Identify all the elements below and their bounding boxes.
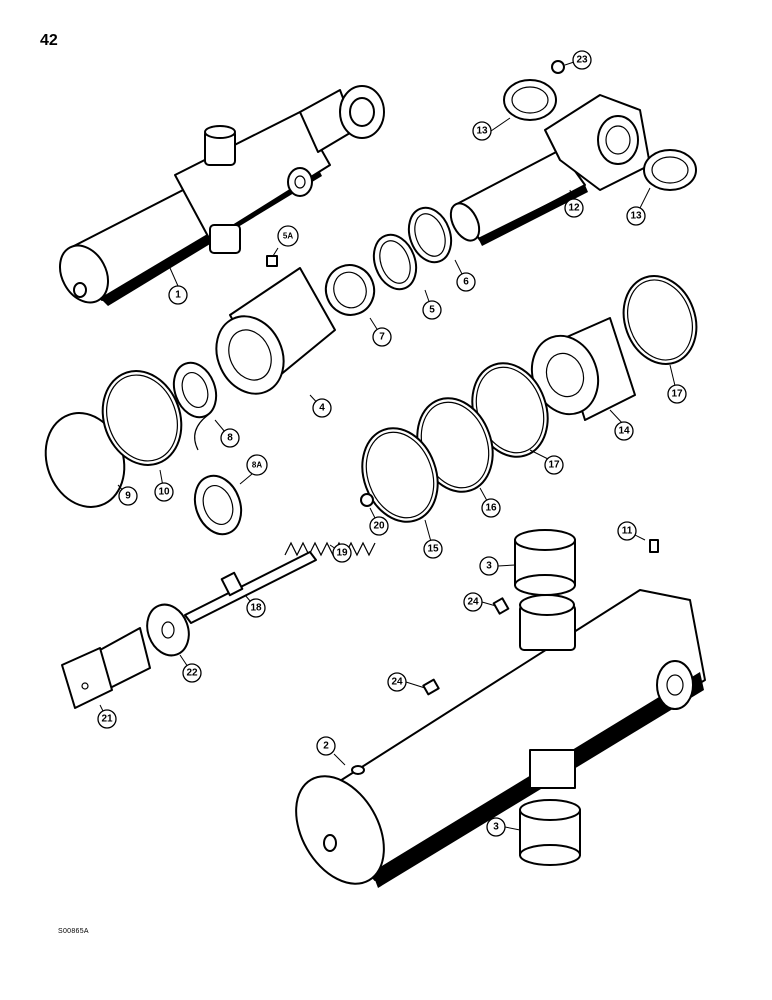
callout-c10: 10 [154,482,174,502]
callout-label: 8A [252,461,262,470]
grease-fitting-top [551,60,565,74]
callout-label: 23 [576,55,588,66]
gland [215,255,336,395]
callout-c3b: 3 [486,817,506,837]
callout-c17b: 17 [667,384,687,404]
valve-stem [184,551,317,624]
figure-code: S00865A [58,928,89,935]
callout-c21: 21 [97,709,117,729]
callout-c24b: 24 [463,592,483,612]
callout-c16: 16 [481,498,501,518]
piston-rings-stack [361,362,549,523]
callout-label: 10 [158,487,170,498]
callout-c18: 18 [246,598,266,618]
assembled-cylinder [59,85,385,306]
callout-label: 24 [391,677,403,688]
callout-label: 24 [467,597,479,608]
callout-label: 17 [548,460,560,471]
callout-label: 4 [319,403,325,414]
spring [284,541,376,557]
tube-bushing-bottom [519,799,581,866]
callout-c8a: 8A [246,454,268,476]
callout-label: 9 [125,491,131,502]
callout-label: 13 [476,126,488,137]
callout-label: 6 [463,277,469,288]
callout-label: 14 [618,426,630,437]
callout-c7: 7 [372,327,392,347]
callout-c20: 20 [369,516,389,536]
check-ball [360,493,374,507]
callout-c24a: 24 [387,672,407,692]
callout-c9: 9 [118,486,138,506]
callout-c5a: 5A [277,225,299,247]
callout-c6: 6 [456,272,476,292]
wiper-seal [193,474,243,536]
callout-c22: 22 [182,663,202,683]
callout-label: 13 [630,211,642,222]
callout-c12: 12 [564,198,584,218]
callout-c14: 14 [614,421,634,441]
tube-bushing-top [514,529,576,596]
piston [530,317,636,421]
callout-label: 2 [323,741,329,752]
piston-ring-17-top [622,275,698,365]
piston-rod [449,94,651,246]
callout-label: 21 [101,714,113,725]
rod-eye-bushing-left [503,79,557,121]
callout-label: 22 [186,668,198,679]
rod-eye-bushing-right [643,149,697,191]
page-number: 42 [40,32,58,49]
plug-bolt [61,627,151,709]
callout-label: 1 [175,290,181,301]
callout-c15: 15 [423,539,443,559]
callout-c2: 2 [316,736,336,756]
callout-label: 8 [227,433,233,444]
callout-c19: 19 [332,543,352,563]
callout-label: 11 [622,526,633,537]
callout-c23: 23 [572,50,592,70]
callout-label: 7 [379,332,385,343]
callout-label: 19 [336,548,348,559]
callout-label: 5A [283,232,293,241]
callout-c13a: 13 [472,121,492,141]
grease-fittings [422,539,659,696]
callout-label: 18 [250,603,262,614]
rod-rings [324,206,453,316]
washer [146,603,190,657]
callout-label: 3 [493,822,499,833]
callout-label: 20 [373,521,385,532]
backup-ring-10 [101,370,183,466]
cylinder-tube [295,589,706,888]
callout-c8: 8 [220,428,240,448]
callout-label: 12 [568,203,580,214]
callout-c5: 5 [422,300,442,320]
callout-c3a: 3 [479,556,499,576]
callout-label: 5 [429,305,435,316]
callout-c4: 4 [312,398,332,418]
callout-label: 17 [671,389,683,400]
callout-label: 16 [485,503,497,514]
assembly-arrow [194,414,209,451]
callout-c17a: 17 [544,455,564,475]
rod-seal [172,361,218,419]
callout-label: 3 [486,561,492,572]
callout-c1: 1 [168,285,188,305]
callout-label: 15 [427,544,439,555]
callout-c11: 11 [617,521,637,541]
callout-c13b: 13 [626,206,646,226]
